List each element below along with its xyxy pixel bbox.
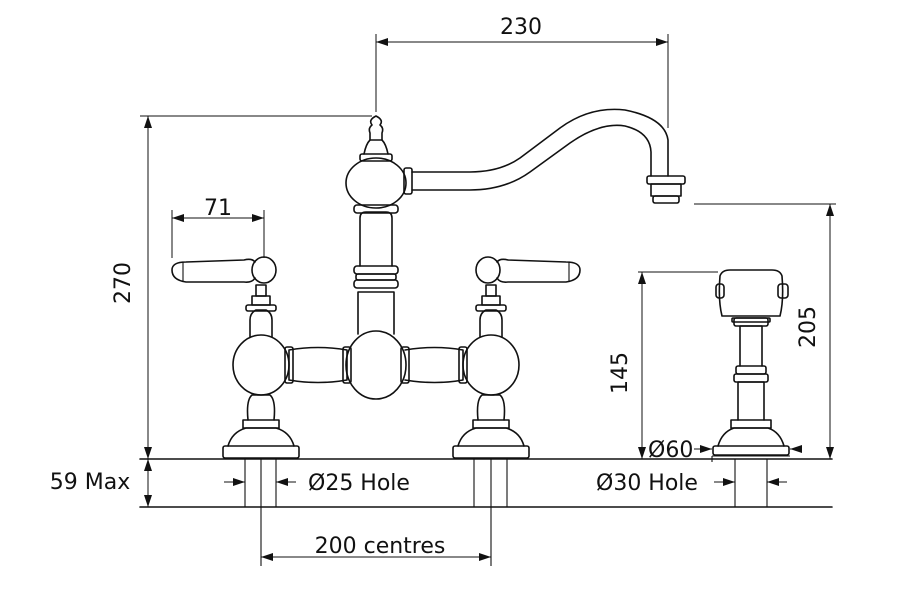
dim-60 xyxy=(694,445,802,453)
label-60: Ø60 xyxy=(648,438,693,463)
label-200-centres: 200 centres xyxy=(315,534,446,559)
label-230: 230 xyxy=(500,15,542,40)
left-valve xyxy=(171,256,300,459)
dim-30-hole xyxy=(714,478,787,486)
dim-230 xyxy=(375,34,669,128)
worktop xyxy=(139,458,833,508)
label-30-hole: Ø30 Hole xyxy=(596,471,698,496)
bridge xyxy=(284,346,468,384)
dim-71 xyxy=(171,210,265,258)
dim-25-hole xyxy=(224,478,296,486)
dim-205 xyxy=(694,203,836,459)
dim-59-max xyxy=(144,459,152,507)
side-spray xyxy=(711,269,790,462)
label-145: 145 xyxy=(608,352,633,394)
label-205: 205 xyxy=(796,306,821,348)
label-59-max: 59 Max xyxy=(50,470,130,495)
spout-body xyxy=(345,108,686,400)
dim-145 xyxy=(638,271,718,459)
tap-tails xyxy=(244,459,768,566)
dim-200-centres xyxy=(261,553,491,561)
right-valve xyxy=(452,256,581,459)
label-71: 71 xyxy=(204,196,232,221)
dim-270 xyxy=(140,115,372,459)
label-270: 270 xyxy=(111,262,136,304)
label-25-hole: Ø25 Hole xyxy=(308,471,410,496)
